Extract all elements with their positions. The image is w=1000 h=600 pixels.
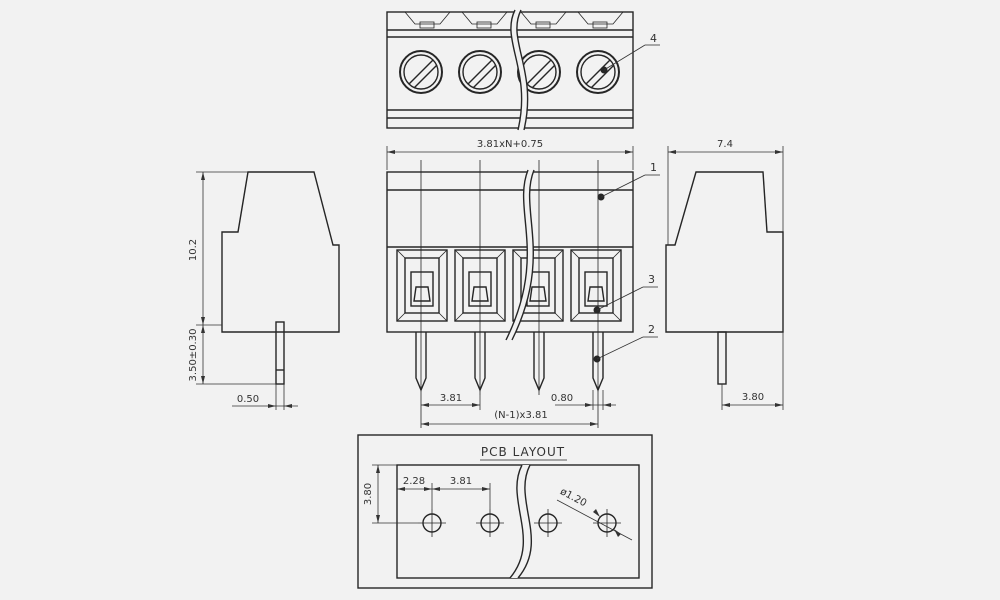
right-side-view: 7.4 3.80 (665, 139, 784, 410)
dim-total-width: 3.81xN+0.75 (477, 139, 543, 150)
dim-height: 10.2 (188, 239, 199, 261)
dim-pin-span: (N-1)x3.81 (494, 410, 547, 421)
pcb-dim-pitch: 3.81 (450, 476, 472, 487)
pcb-holes (418, 509, 621, 537)
callout-4: 4 (650, 32, 657, 45)
top-view: 4 (386, 9, 660, 131)
dim-pin-thickness: 0.80 (551, 393, 573, 404)
callout-2: 2 (648, 323, 655, 336)
dim-pitch: 3.81 (440, 393, 462, 404)
pcb-layout-title: PCB LAYOUT (481, 445, 565, 459)
front-view: 3.81xN+0.75 (386, 139, 660, 428)
dim-depth: 7.4 (717, 139, 733, 150)
left-side-view: 10.2 3.50±0.30 0.50 (188, 171, 340, 410)
dim-pin-length: 3.50±0.30 (188, 329, 199, 382)
pcb-dim-height: 3.80 (363, 483, 374, 505)
pcb-layout: PCB LAYOUT 3.80 2.28 (357, 434, 653, 589)
pcb-dim-hole-diameter: ø1.20 (558, 486, 588, 509)
callout-1: 1 (650, 161, 657, 174)
pin-centerlines (420, 160, 599, 428)
callout-3: 3 (648, 273, 655, 286)
pins (415, 332, 604, 392)
screw-heads (399, 50, 620, 94)
pcb-dim-offset: 2.28 (403, 476, 425, 487)
wire-entries (396, 249, 622, 322)
dim-side-depth: 3.80 (742, 392, 764, 403)
top-tabs (404, 11, 624, 29)
dim-pin-width: 0.50 (237, 394, 259, 405)
